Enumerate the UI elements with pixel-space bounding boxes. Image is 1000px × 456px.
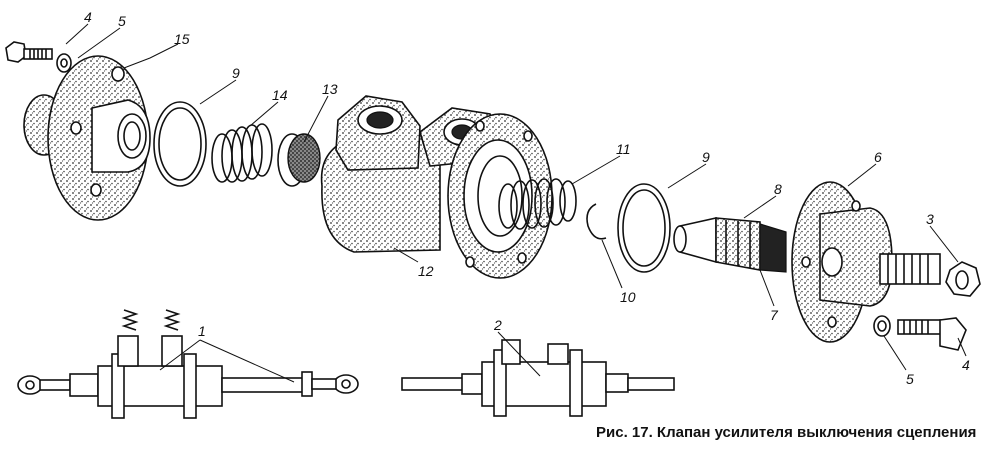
label-9-right: 9 bbox=[702, 149, 710, 165]
label-12: 12 bbox=[418, 263, 434, 279]
part-labels: 4 5 15 9 14 13 11 9 6 8 3 12 10 7 4 5 1 … bbox=[84, 9, 970, 387]
bolt-part-4-right bbox=[897, 317, 967, 351]
label-10: 10 bbox=[620, 289, 636, 305]
flange-cover-part-15 bbox=[23, 55, 151, 221]
figure-caption: Рис. 17. Клапан усилителя выключения сце… bbox=[596, 424, 977, 441]
gasket-ring-part-9-left bbox=[153, 101, 207, 187]
label-8: 8 bbox=[774, 181, 782, 197]
label-11: 11 bbox=[616, 141, 631, 157]
piston-part-8 bbox=[673, 217, 787, 273]
snap-ring-part-10 bbox=[586, 203, 607, 240]
spring-part-14 bbox=[211, 123, 273, 183]
label-3: 3 bbox=[926, 211, 934, 227]
washer-part-5-left bbox=[56, 53, 72, 73]
label-4-top: 4 bbox=[84, 9, 92, 25]
label-15: 15 bbox=[174, 31, 190, 47]
label-13: 13 bbox=[322, 81, 338, 97]
assembly-view-1 bbox=[17, 309, 359, 419]
label-14: 14 bbox=[272, 87, 288, 103]
nut-part-3 bbox=[945, 261, 981, 297]
assembly-view-2 bbox=[401, 339, 675, 417]
label-2: 2 bbox=[493, 317, 502, 333]
spring-part-11 bbox=[498, 178, 577, 230]
label-9-left: 9 bbox=[232, 65, 240, 81]
label-4-bottom: 4 bbox=[962, 357, 970, 373]
label-5-bottom: 5 bbox=[906, 371, 914, 387]
flange-cover-part-6 bbox=[791, 181, 941, 343]
valve-cup-part-13 bbox=[277, 133, 321, 187]
label-6: 6 bbox=[874, 149, 882, 165]
washer-part-5-right bbox=[873, 315, 891, 337]
label-7: 7 bbox=[770, 307, 779, 323]
label-1: 1 bbox=[198, 323, 206, 339]
leader-lines bbox=[65, 23, 967, 383]
valve-body-part-12 bbox=[320, 95, 553, 279]
gasket-ring-part-9-right bbox=[617, 183, 671, 273]
bolt-part-4-left bbox=[5, 41, 53, 63]
label-5-top: 5 bbox=[118, 13, 126, 29]
